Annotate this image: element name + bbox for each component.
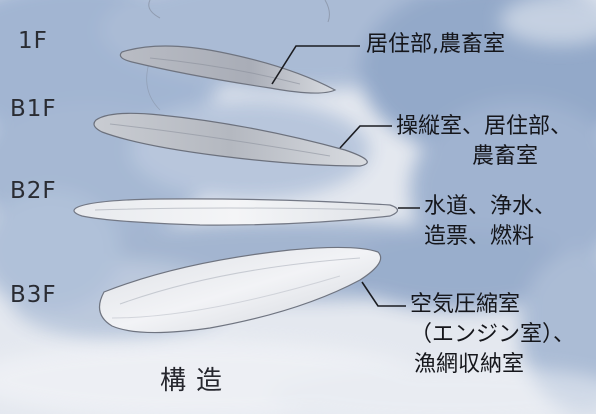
description-b3f-line-3: 漁網収納室 [414,352,525,377]
leader-line-1f [271,45,360,85]
description-b1f-line-2: 農畜室 [472,144,539,169]
description-b2f-line-1: 水道、浄水、 [424,194,557,219]
description-b3f-line-2: （エンジン室）、 [410,322,576,347]
description-b2f-line-2: 造票、燃料 [424,224,535,249]
disc-b3f [98,246,382,334]
description-1f-line: 居住部,農畜室 [366,32,505,57]
description-b2f: 水道、浄水、 造票、燃料 [424,192,556,252]
floor-label-b2f: B2F [10,178,57,204]
floor-label-1f: 1F [18,28,48,54]
disc-b2f [73,198,399,226]
description-b3f-line-1: 空気圧縮室 [410,292,521,317]
description-b1f: 操縦室、居住部、 農畜室 [396,112,572,172]
description-1f: 居住部,農畜室 [366,30,505,60]
diagram-title: 構造 [160,366,233,396]
leader-line-b3f [361,281,406,307]
leader-line-b1f [339,125,392,149]
floor-label-b1f: B1F [10,96,57,122]
floor-label-b3f: B3F [10,282,57,308]
description-b3f: 空気圧縮室 （エンジン室）、 漁網収納室 [410,290,575,380]
disc-b1f [93,112,368,167]
disc-1f [119,45,337,94]
description-b1f-line-1: 操縦室、居住部、 [396,114,573,139]
